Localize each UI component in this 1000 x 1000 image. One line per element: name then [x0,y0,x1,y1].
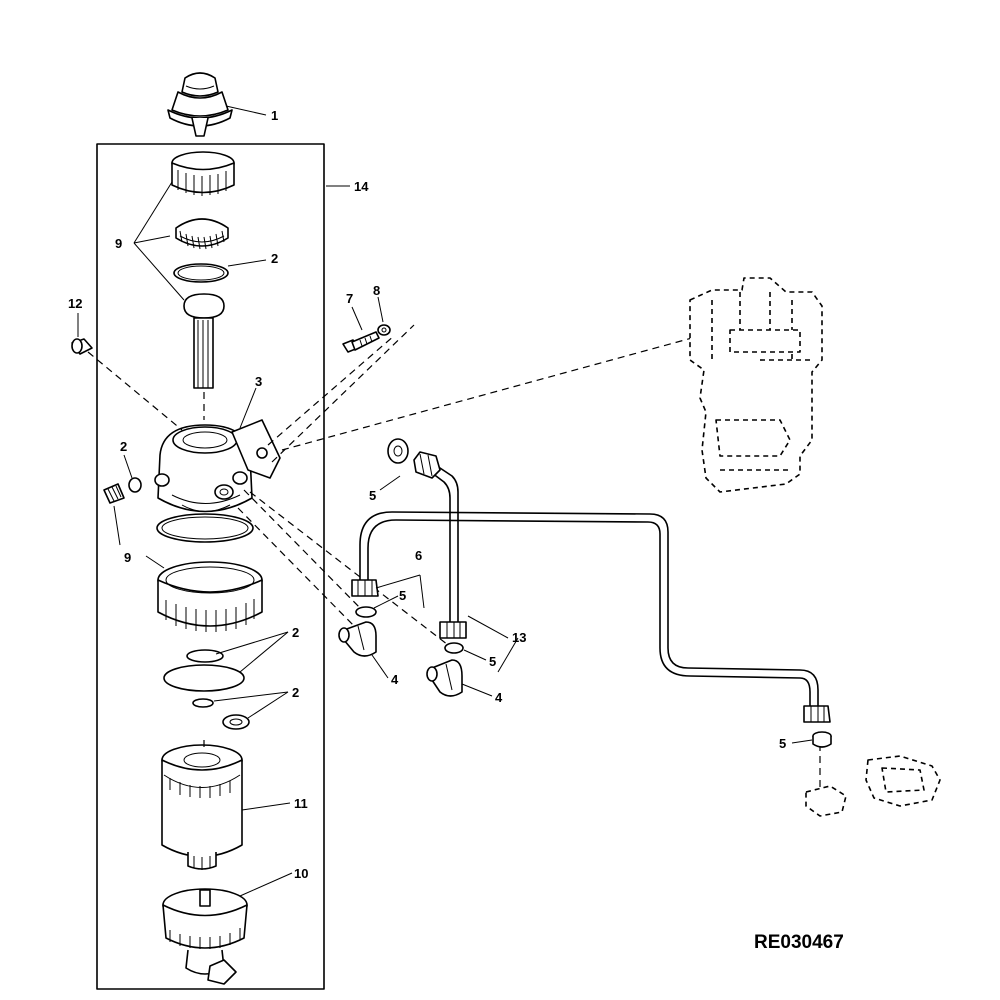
part-gasket [222,714,250,730]
fuel-line-long [359,511,819,709]
gasket-hole [229,718,243,726]
kit-bracket-box [96,143,325,990]
engine-leader [281,337,693,451]
callout-11: 11 [294,796,308,811]
part-plunger [183,293,225,389]
washer-hole [381,327,387,333]
part-o-ring-large [163,664,245,692]
part-o-ring-medium [186,649,224,663]
fitting-leader-1 [243,489,365,613]
callout-2-top: 2 [271,251,278,266]
elbow-fitting-right [426,659,463,697]
callout-2-b: 2 [292,685,299,700]
callout-12: 12 [68,296,82,311]
fitting-leader-3 [249,491,453,649]
fuel-line-short [427,463,459,623]
callout-leaders [77,105,813,897]
part-bleed-screw [103,483,125,504]
part-o-ring-top-inner [177,265,225,281]
callout-4-right: 4 [495,690,503,705]
washer-5-mid [355,606,377,618]
part-washer [377,324,391,336]
callout-14: 14 [354,179,369,194]
washer-5-low [444,642,464,654]
callout-1: 1 [271,108,278,123]
callout-8: 8 [373,283,380,298]
line-nut-mid [439,621,467,639]
elbow-fitting-left [338,621,377,657]
callout-6: 6 [415,548,422,563]
callout-3: 3 [255,374,262,389]
fitting-leader-2 [237,507,357,629]
part-filter-element [161,744,243,870]
line-nut-left [351,579,379,597]
part-diaphragm [175,218,229,250]
washer-5-top-hole [393,445,403,457]
plug-leader [87,351,183,431]
callout-5-right: 5 [779,736,786,751]
part-water-bowl [162,888,248,985]
callout-7: 7 [346,291,353,306]
part-o-ring-top [173,263,229,283]
callout-10: 10 [294,866,308,881]
ghost-pump-fitting [805,755,941,817]
part-o-ring-small-left [128,477,142,493]
callout-5-mid: 5 [399,588,406,603]
callout-2-left: 2 [120,439,127,454]
bolt-leader-1 [267,334,396,446]
callout-13: 13 [512,630,526,645]
washer-5-right [812,731,832,748]
line-nut-right [803,705,831,723]
part-plug [71,338,93,355]
part-filter-head [154,419,281,513]
ghost-engine-block [689,277,823,493]
bolt-leader-2 [271,324,415,463]
callout-9-top: 9 [115,236,122,251]
part-o-ring-tiny [192,698,214,708]
washer-5-top [387,438,409,464]
callout-5-low: 5 [489,654,496,669]
callout-4-left: 4 [391,672,399,687]
head-seal-inner [161,516,249,540]
part-top-locking-ring [171,151,235,196]
part-head-seal [156,513,254,543]
part-retaining-ring [157,561,263,632]
part-primer-cap [167,72,233,137]
part-bolt [342,331,380,353]
callout-2-a: 2 [292,625,299,640]
reference-code: RE030467 [754,932,844,953]
callout-9-left: 9 [124,550,131,565]
line-nut-top [413,451,441,479]
callout-5-top: 5 [369,488,376,503]
